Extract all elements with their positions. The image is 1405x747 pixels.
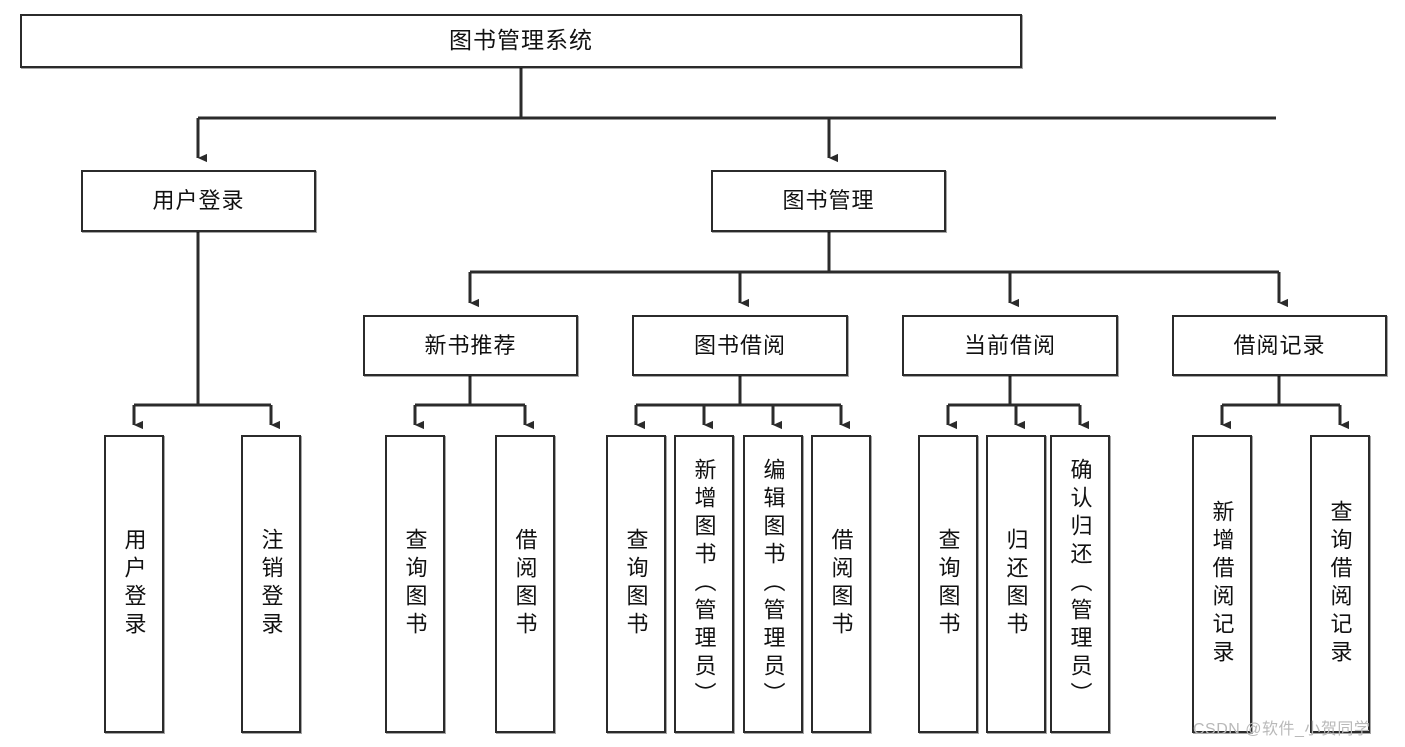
node-label: 编辑图书（管理员） (760, 458, 786, 710)
node-current-borrow[interactable]: 当前借阅 (902, 315, 1118, 376)
node-label: 用户登录 (121, 528, 147, 640)
leaf-borrow-edit-book-admin[interactable]: 编辑图书（管理员） (743, 435, 803, 733)
node-label: 用户登录 (152, 188, 245, 214)
node-label: 查询图书 (402, 528, 428, 640)
leaf-user-login-login[interactable]: 用户登录 (104, 435, 164, 733)
leaf-current-query-book[interactable]: 查询图书 (918, 435, 978, 733)
leaf-borrow-add-book-admin[interactable]: 新增图书（管理员） (674, 435, 734, 733)
node-label: 归还图书 (1003, 528, 1029, 640)
leaf-record-add-record[interactable]: 新增借阅记录 (1192, 435, 1252, 733)
node-label: 借阅图书 (512, 528, 538, 640)
node-label: 图书管理系统 (449, 27, 593, 54)
node-label: 查询图书 (935, 528, 961, 640)
leaf-current-confirm-return-admin[interactable]: 确认归还（管理员） (1050, 435, 1110, 733)
leaf-user-login-logout[interactable]: 注销登录 (241, 435, 301, 733)
node-book-management[interactable]: 图书管理 (711, 170, 946, 232)
leaf-recommend-query-book[interactable]: 查询图书 (385, 435, 445, 733)
node-label: 新增图书（管理员） (691, 458, 717, 710)
leaf-borrow-borrow-book[interactable]: 借阅图书 (811, 435, 871, 733)
leaf-current-return-book[interactable]: 归还图书 (986, 435, 1046, 733)
node-label: 查询图书 (623, 528, 649, 640)
leaf-recommend-borrow-book[interactable]: 借阅图书 (495, 435, 555, 733)
node-user-login[interactable]: 用户登录 (81, 170, 316, 232)
node-label: 图书管理 (782, 188, 875, 214)
node-label: 注销登录 (258, 528, 284, 640)
leaf-borrow-query-book[interactable]: 查询图书 (606, 435, 666, 733)
node-book-borrow[interactable]: 图书借阅 (632, 315, 848, 376)
node-new-book-recommend[interactable]: 新书推荐 (363, 315, 578, 376)
node-label: 当前借阅 (963, 332, 1056, 358)
leaf-record-query-record[interactable]: 查询借阅记录 (1310, 435, 1370, 733)
node-label: 借阅记录 (1233, 332, 1326, 358)
node-borrow-record[interactable]: 借阅记录 (1172, 315, 1387, 376)
node-label: 借阅图书 (828, 528, 854, 640)
node-label: 新增借阅记录 (1209, 500, 1235, 668)
node-label: 图书借阅 (693, 332, 786, 358)
node-label: 查询借阅记录 (1327, 500, 1353, 668)
node-label: 确认归还（管理员） (1067, 458, 1093, 710)
node-label: 新书推荐 (424, 332, 517, 358)
node-root-system[interactable]: 图书管理系统 (20, 14, 1022, 68)
